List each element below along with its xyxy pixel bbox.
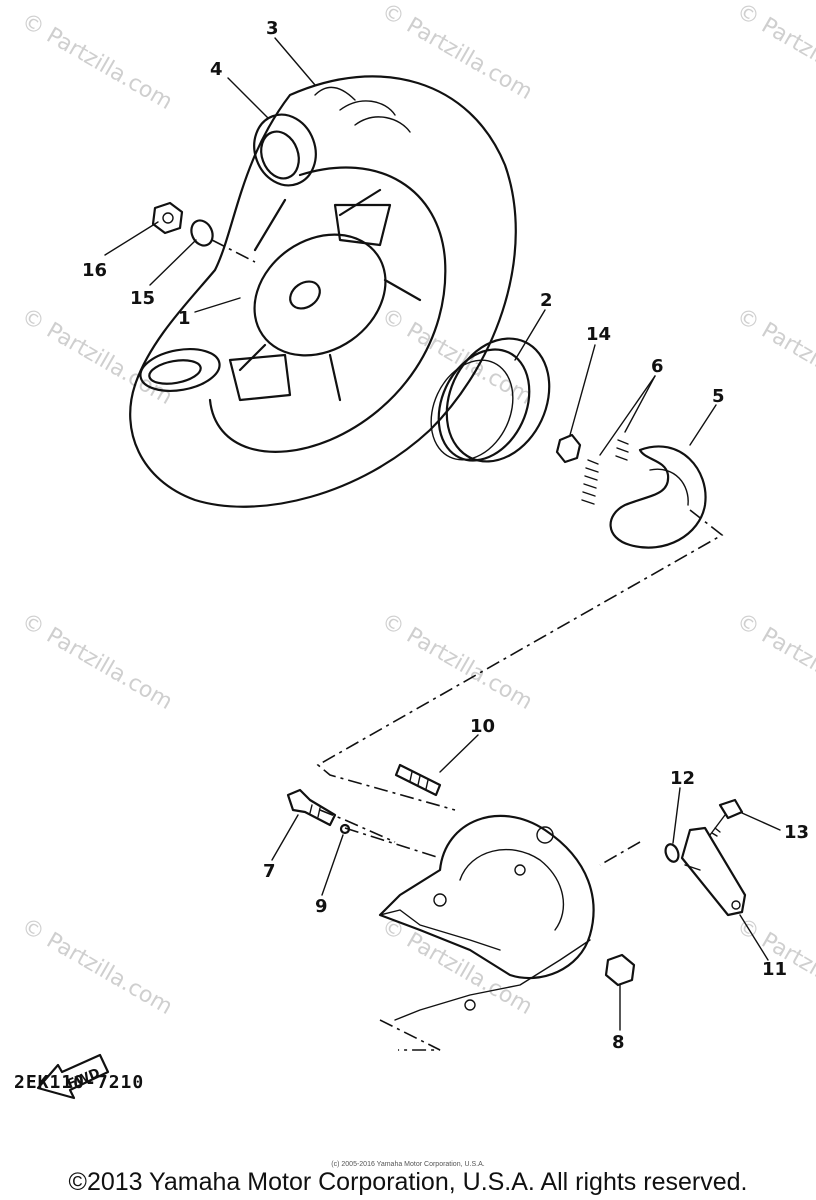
- washer-12: [664, 843, 680, 863]
- watermark: © Partzilla.com: [17, 9, 177, 116]
- callout-7: 7: [263, 861, 276, 882]
- springs-6: [581, 439, 629, 505]
- brake-shoe-5: [609, 445, 707, 549]
- callout-12: 12: [670, 768, 695, 789]
- rim-spokes: [238, 188, 422, 402]
- o-ring-9: [339, 823, 351, 835]
- watermark: © Partzilla.com: [732, 304, 816, 411]
- bolt-7: [286, 788, 337, 827]
- washer-15: [190, 219, 214, 247]
- tire-tread-mark: [314, 86, 411, 133]
- callout-8: 8: [612, 1032, 625, 1053]
- watermark-group: © Partzilla.com © Partzilla.com © Partzi…: [17, 0, 816, 1020]
- tire-outer: [129, 75, 517, 508]
- nut-14: [555, 433, 582, 464]
- watermark: © Partzilla.com: [732, 0, 816, 105]
- bolt-13: [709, 798, 744, 837]
- assembly-line: [379, 1019, 441, 1051]
- callout-3: 3: [266, 18, 279, 39]
- leader-lines: [104, 37, 781, 1031]
- watermark: © Partzilla.com: [732, 609, 816, 716]
- rim-hub: [253, 233, 387, 357]
- callout-14: 14: [586, 324, 611, 345]
- callout-16: 16: [82, 260, 107, 281]
- callout-10: 10: [470, 716, 495, 737]
- assembly-line: [316, 509, 724, 811]
- tire-inner-edge: [208, 166, 447, 453]
- nut-8: [604, 953, 636, 987]
- callout-15: 15: [130, 288, 155, 309]
- callout-1: 1: [178, 308, 191, 329]
- watermark: © Partzilla.com: [17, 914, 177, 1021]
- callout-4: 4: [210, 59, 223, 80]
- assembly-line: [344, 827, 441, 859]
- valve-cap: [139, 348, 221, 392]
- watermark: © Partzilla.com: [17, 304, 177, 411]
- rim-window: [333, 203, 392, 247]
- nut-16: [151, 201, 184, 235]
- tube-valve-4: [253, 113, 317, 187]
- assembly-line: [211, 239, 256, 263]
- brake-arm-11: [680, 826, 747, 917]
- brake-panel: [378, 814, 595, 1021]
- callout-9: 9: [315, 896, 328, 917]
- watermark: © Partzilla.com: [377, 0, 537, 105]
- wheel-assembly: [129, 75, 517, 508]
- callout-6: 6: [651, 356, 664, 377]
- assembly-line: [319, 809, 396, 843]
- callout-11: 11: [762, 959, 787, 980]
- copyright-notice: ©2013 Yamaha Motor Corporation, U.S.A. A…: [68, 1168, 748, 1196]
- watermark: © Partzilla.com: [377, 609, 537, 716]
- watermark: © Partzilla.com: [377, 914, 537, 1021]
- tiny-copyright: (c) 2005-2016 Yamaha Motor Corporation, …: [331, 1161, 485, 1168]
- callout-13: 13: [784, 822, 809, 843]
- part-code: 2EK110-7210: [14, 1072, 145, 1093]
- tube-valve-4-inner: [260, 130, 300, 180]
- callout-5: 5: [712, 386, 725, 407]
- camshaft-10: [394, 763, 442, 797]
- rim-window: [228, 353, 292, 402]
- assembly-line: [599, 841, 641, 866]
- valve-cap-inner: [148, 359, 202, 385]
- callout-2: 2: [540, 290, 553, 311]
- hub-center: [289, 280, 321, 310]
- watermark: © Partzilla.com: [17, 609, 177, 716]
